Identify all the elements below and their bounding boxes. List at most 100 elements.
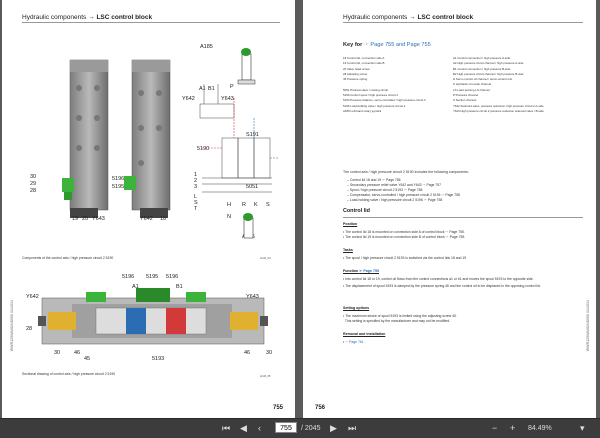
section-title: Control lid <box>343 208 370 214</box>
key-link[interactable]: ☞ Page 755 and Page 755 <box>363 42 431 48</box>
svg-text:5190: 5190 <box>197 146 209 152</box>
svg-text:2: 2 <box>194 178 197 184</box>
svg-text:18: 18 <box>160 216 166 222</box>
function-heading: Function ☞ Page 755 <box>343 269 379 273</box>
menu-icon[interactable]: ▾ <box>580 423 585 433</box>
key-item: A185 Left-hand rotary joystick <box>343 108 382 113</box>
svg-text:5051: 5051 <box>246 184 258 190</box>
list-item: • The displacement of spool 5193 is damp… <box>343 284 541 288</box>
svg-text:5196: 5196 <box>122 274 134 280</box>
first-page-icon[interactable]: ⏮ <box>222 423 231 433</box>
svg-text:S: S <box>266 202 270 208</box>
intro-text: The control axis / high pressure circuit… <box>343 170 469 174</box>
header-rule <box>22 22 280 23</box>
svg-text:30: 30 <box>30 174 36 180</box>
viewer-toolbar: ⏮ ◀ ‹ 755 / 2045 ▶ ⏭ − + 84.49% ▾ <box>0 418 600 438</box>
subsection-title: Setting options <box>343 306 370 310</box>
key-item: LS Load sensing LS channel <box>453 87 490 92</box>
removal-list: • ☞ Page 761 <box>343 340 573 345</box>
list-item: • The spool / high pressure circuit 2 51… <box>343 256 467 260</box>
zoom-level[interactable]: 84.49% <box>528 425 552 432</box>
svg-text:L: L <box>194 194 197 200</box>
key-left-column: 18 Control lid, connection side A 19 Con… <box>343 56 453 114</box>
svg-text:A1: A1 <box>132 284 139 290</box>
svg-text:A1: A1 <box>199 86 206 92</box>
figure1-code: Hm8_04 <box>260 256 271 260</box>
svg-text:30: 30 <box>266 350 272 356</box>
zoom-in-icon[interactable]: + <box>510 423 516 433</box>
svg-text:Y642: Y642 <box>182 96 195 102</box>
label-a185-top: A185 <box>200 44 213 50</box>
key-item: 5194 Pressure balance, servo-controlled … <box>343 98 426 103</box>
page-header: Hydraulic components → LSC control block <box>343 14 473 21</box>
function-list: • Into control lid 18 or 19, control oil… <box>343 277 573 289</box>
svg-text:Y643: Y643 <box>221 96 234 102</box>
function-link[interactable]: ☞ Page 755 <box>359 269 379 273</box>
prev-page-icon[interactable]: ◀ <box>240 423 247 433</box>
svg-text:45: 45 <box>84 356 90 362</box>
key-item: H Servo control oil channel / servo-cont… <box>453 77 513 82</box>
key-item: K Hydraulic oil cooler channel <box>453 82 492 87</box>
list-item: This setting is specified by the manufac… <box>344 319 451 323</box>
svg-text:46: 46 <box>74 350 80 356</box>
removal-link[interactable]: ☞ Page 761 <box>345 340 364 344</box>
page-number: 756 <box>315 405 326 411</box>
figure1-caption: Components of the control axis / high pr… <box>22 256 114 260</box>
component-list: – Control lid 18 and 19 ☞ Page 756 – Sec… <box>347 178 577 203</box>
header-title: LSC control block <box>96 14 153 21</box>
key-item: 45 Pressure spring <box>343 77 368 82</box>
key-item: 20 Valve head screw <box>343 66 370 71</box>
svg-text:5196: 5196 <box>166 274 178 280</box>
list-item: • The control lid 19 is mounted on conne… <box>343 235 466 239</box>
key-item: 5190 Control spool / high pressure circu… <box>343 93 398 98</box>
position-list: • The control lid 18 is mounted on conne… <box>343 230 573 240</box>
key-heading: Key for ☞ Page 755 and Page 755 <box>343 42 431 48</box>
svg-text:19: 19 <box>72 216 78 222</box>
prev-icon[interactable]: ‹ <box>258 423 261 433</box>
key-item: Y643 High pressure circuit 2 pressure re… <box>453 108 544 113</box>
page-number-input[interactable]: 755 <box>275 422 297 433</box>
tasks-list: • The spool / high pressure circuit 2 51… <box>343 256 573 261</box>
side-text: WWR125WA0O/LB050 01/2014 <box>10 300 14 352</box>
key-item: 5195 Load-holding valve / high pressure … <box>343 103 406 108</box>
next-page-icon[interactable]: ▶ <box>330 423 337 433</box>
key-item: A2 High pressure circuit channel / high … <box>453 61 524 66</box>
svg-text:B1: B1 <box>176 284 183 290</box>
subsection-title: Position <box>343 222 358 226</box>
page-header: Hydraulic components → LSC control block <box>22 14 152 21</box>
key-item: S Suction channel <box>453 98 477 103</box>
list-item: – Spool / high pressure circuit 2 5193 ☞… <box>347 188 423 192</box>
figure2-code: Hm8_05 <box>260 374 271 378</box>
subsection-title: Tasks <box>343 248 353 252</box>
key-item: B2 High pressure circuit channel / high … <box>453 71 524 76</box>
svg-text:30: 30 <box>54 350 60 356</box>
key-item: 19 Control lid, connection side B <box>343 61 385 66</box>
left-page: Hydraulic components → LSC control block… <box>2 0 295 418</box>
key-item: Y642 Solenoid valve, pressure reduction,… <box>453 103 544 108</box>
list-item: – Control lid 18 and 19 ☞ Page 756 <box>347 178 401 182</box>
zoom-out-icon[interactable]: − <box>492 423 498 433</box>
key-item: 28 Adjusting screw <box>343 71 368 76</box>
svg-text:P: P <box>230 84 234 90</box>
last-page-icon[interactable]: ⏭ <box>348 423 357 433</box>
svg-text:29: 29 <box>30 181 36 187</box>
side-text: WWR125WA0O/LB050 01/2014 <box>586 300 590 352</box>
svg-text:B1: B1 <box>208 86 215 92</box>
header-title: LSC control block <box>417 14 474 21</box>
header-rule <box>343 22 583 23</box>
svg-text:Y642: Y642 <box>140 216 153 222</box>
list-item: • The control lid 18 is mounted on conne… <box>343 230 465 234</box>
svg-text:3: 3 <box>194 184 197 190</box>
svg-text:Y643: Y643 <box>246 294 259 300</box>
svg-text:R: R <box>242 202 246 208</box>
list-item: – Secondary pressure relief valve Y642 a… <box>347 183 441 187</box>
list-item: • The maximum stroke of spool 5193 is li… <box>343 314 457 318</box>
header-prefix: Hydraulic components → <box>22 14 95 21</box>
key-item: 18 Control lid, connection side A <box>343 56 385 60</box>
key-right-column: A1 Control connection / high pressure A-… <box>453 56 588 114</box>
svg-text:S: S <box>194 200 198 206</box>
list-item: • ☞ Page 761 <box>343 340 364 344</box>
svg-text:20: 20 <box>82 216 88 222</box>
